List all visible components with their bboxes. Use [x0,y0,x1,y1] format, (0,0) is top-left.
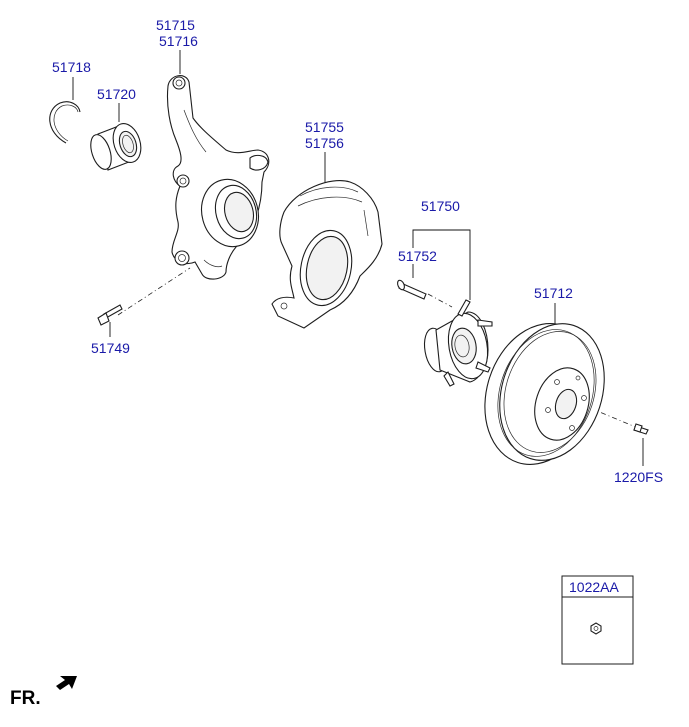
steering-knuckle[interactable] [166,75,270,280]
snap-ring[interactable] [49,101,81,144]
centerline-hub-bolt [427,293,453,308]
dust-cover[interactable] [271,180,383,329]
label-51749[interactable]: 51749 [91,340,130,356]
front-orientation: FR. [10,676,77,709]
label-51718[interactable]: 51718 [52,59,91,75]
disc-screw[interactable] [633,423,649,435]
label-1220FS[interactable]: 1220FS [614,469,663,485]
wheel-hub[interactable] [421,299,493,387]
brake-disc[interactable] [467,309,621,479]
label-51755[interactable]: 51755 [305,119,344,135]
label-51720[interactable]: 51720 [97,86,136,102]
label-51715[interactable]: 51715 [156,17,195,33]
orientation-label: FR. [10,688,41,709]
label-51712[interactable]: 51712 [534,285,573,301]
label-51756[interactable]: 51756 [305,135,344,151]
knuckle-bolt[interactable] [97,304,123,326]
centerline-knuckle-bolt [117,267,191,316]
hub-bolt[interactable] [396,279,427,300]
label-51752[interactable]: 51752 [398,248,437,264]
wheel-bearing[interactable] [87,120,146,172]
part-box-1022AA[interactable]: 1022AA [561,575,634,665]
arrow-icon [56,676,77,690]
label-51750[interactable]: 51750 [421,198,460,214]
label-51716[interactable]: 51716 [159,33,198,49]
leader-51750 [412,229,471,300]
nut-icon [590,622,602,635]
label-1022AA: 1022AA [569,579,619,595]
